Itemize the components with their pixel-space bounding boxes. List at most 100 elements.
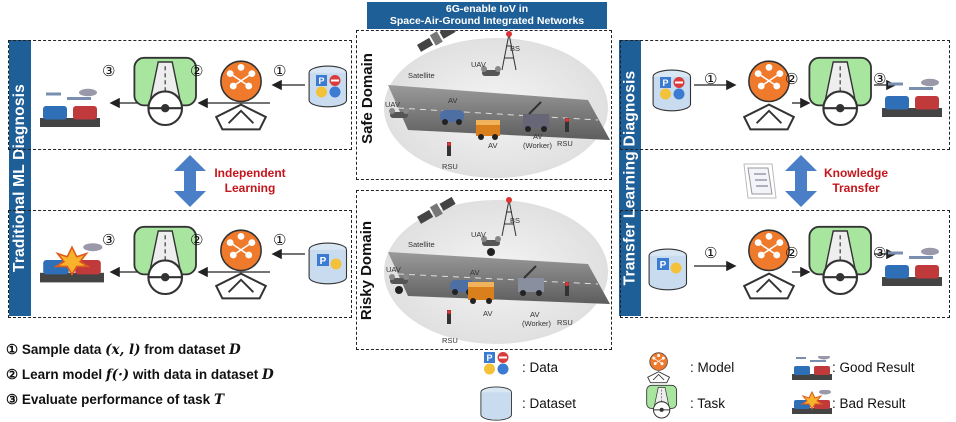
rsu-icon: [447, 310, 451, 324]
legend-step-1: ① Sample data (x, l) from dataset D: [6, 342, 241, 358]
svg-text:P: P: [320, 256, 327, 267]
step-1-marker: ①: [273, 231, 287, 249]
right-title-bar: Transfer Learning Diagnosis: [619, 40, 641, 316]
uav-icon: [481, 236, 501, 256]
rsu-icon: [447, 142, 451, 156]
knowledge-transfer-label: Knowledge Transfer: [823, 166, 888, 195]
road: [388, 252, 610, 304]
independent-learning-label: Independent Learning: [214, 166, 286, 195]
satellite-icon: [417, 30, 456, 52]
good-result-icon: [38, 87, 102, 129]
legend-bad-result-label: : Bad Result: [832, 396, 906, 411]
good-result-icon: [880, 77, 944, 119]
label-av: AV: [483, 309, 493, 318]
label-worker: (Worker): [522, 319, 552, 328]
rsu-icon: [565, 282, 569, 296]
label-av: AV: [530, 310, 540, 319]
legend-model-icon: [647, 352, 670, 384]
legend-good-result-icon: [792, 356, 832, 381]
road: [388, 85, 610, 140]
good-result-icon: [880, 246, 944, 288]
label-uav: UAV: [471, 230, 486, 239]
label-av: AV: [488, 141, 498, 150]
label-satellite: Satellite: [408, 71, 435, 80]
left-bottom-panel: [8, 210, 352, 318]
right-top-flow: [652, 56, 944, 131]
label-worker: (Worker): [523, 141, 553, 150]
step-2-marker: ②: [190, 62, 204, 80]
legend-task-label: : Task: [690, 396, 726, 411]
right-top-panel: [620, 40, 950, 150]
left-title-bar: Traditional ML Diagnosis: [9, 40, 31, 316]
rsu-icon: [565, 118, 569, 132]
left-top-flow: [38, 56, 348, 131]
model-icon: [215, 229, 267, 300]
model-icon: [743, 229, 795, 300]
step-1-marker: ①: [704, 244, 718, 262]
task-icon: [808, 56, 873, 127]
left-top-panel: [8, 40, 352, 150]
av-truck-icon: [468, 282, 494, 304]
left-bottom-flow: P: [39, 225, 348, 300]
label-rsu: RSU: [442, 336, 458, 345]
safe-domain-scene: [384, 30, 610, 178]
legend-step-2: ② Learn model f(·) with data in dataset …: [6, 367, 274, 383]
right-bottom-panel: [620, 210, 950, 318]
label-rsu: RSU: [557, 318, 573, 327]
step-2-marker: ②: [190, 231, 204, 249]
worker-vehicle-icon: [518, 265, 544, 296]
step-2-marker: ②: [785, 70, 799, 88]
legend-model-label: : Model: [690, 360, 735, 375]
label-rsu: RSU: [442, 162, 458, 171]
safe-domain-panel: [356, 30, 612, 180]
dataset-icon: [652, 69, 692, 112]
label-bs: BS: [510, 216, 521, 225]
label-av: AV: [533, 132, 543, 141]
satellite-icon: [417, 196, 456, 224]
label-satellite: Satellite: [408, 240, 435, 249]
center-header: 6G-enable IoV in Space-Air-Ground Integr…: [367, 2, 607, 29]
task-icon: [133, 56, 198, 127]
legend-data-label: : Data: [522, 360, 559, 375]
task-icon: [133, 225, 198, 296]
label-av: AV: [470, 268, 480, 277]
safe-domain-label: Safe Domain: [357, 31, 377, 166]
label-av: AV: [448, 96, 458, 105]
right-bottom-flow: P: [648, 225, 944, 300]
step-3-marker: ③: [102, 231, 116, 249]
av-truck-icon: [476, 120, 500, 140]
independent-learning-arrow: [174, 155, 206, 207]
step-1-marker: ①: [273, 62, 287, 80]
data-icon: P: [317, 254, 342, 270]
legend-task-icon: [646, 384, 678, 419]
bs-tower-icon: [501, 197, 517, 237]
uav-icon: [481, 66, 501, 76]
label-uav: UAV: [385, 100, 400, 109]
task-icon: [808, 225, 873, 296]
bs-tower-icon: [501, 31, 517, 71]
step-2-marker: ②: [785, 244, 799, 262]
legend-bad-result-icon: [792, 390, 832, 415]
dataset-icon: [308, 65, 348, 108]
model-icon: [215, 60, 267, 131]
legend-data-icon: [484, 352, 509, 375]
legend-step-3: ③ Evaluate performance of task T: [6, 392, 224, 408]
label-uav: UAV: [471, 60, 486, 69]
step-1-marker: ①: [704, 70, 718, 88]
legend-dataset-icon: [480, 386, 512, 421]
risky-domain-panel: [356, 190, 612, 350]
step-3-marker: ③: [873, 70, 887, 88]
step-3-marker: ③: [873, 244, 887, 262]
bad-result-icon: [39, 242, 105, 284]
label-bs: BS: [510, 44, 521, 53]
label-uav: UAV: [386, 265, 401, 274]
uav-icon: [389, 274, 409, 294]
knowledge-transfer-arrow: [785, 155, 817, 207]
step-3-marker: ③: [102, 62, 116, 80]
risky-domain-scene: [384, 196, 610, 344]
legend-dataset-label: : Dataset: [522, 396, 577, 411]
transfer-document-icon: [743, 163, 777, 199]
worker-vehicle-icon: [523, 101, 549, 132]
risky-domain-label: Risky Domain: [357, 200, 377, 340]
legend-good-result-label: : Good Result: [832, 360, 915, 375]
